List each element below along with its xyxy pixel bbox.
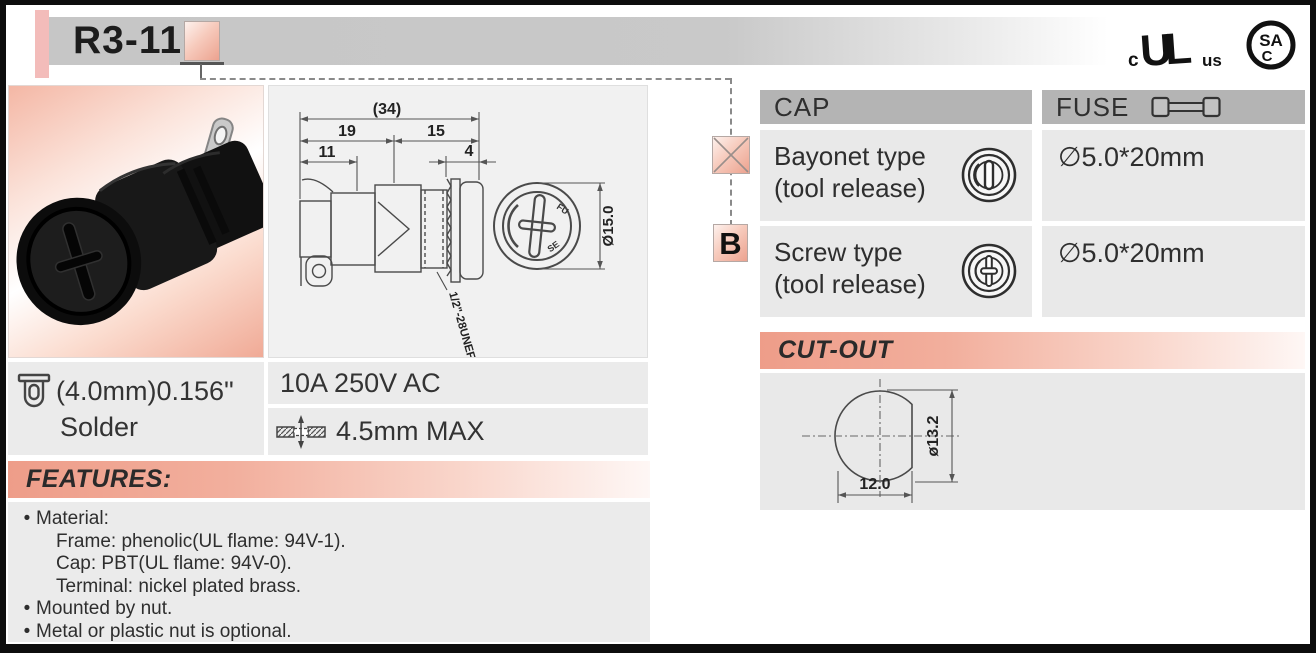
fuse-cartridge-icon [1151, 96, 1221, 118]
solder-lug-icon [17, 373, 51, 408]
frame-right [1310, 0, 1316, 653]
ul-suffix-text: us [1202, 51, 1222, 70]
bullet-icon: • [23, 508, 31, 529]
cutout-header: CUT-OUT [760, 332, 1305, 369]
terminal-size-text: (4.0mm)0.156" [56, 375, 234, 406]
panel-thickness-cell: 4.5mm MAX [268, 408, 648, 455]
feature-text: Cap: PBT(UL flame: 94V-0). [56, 553, 292, 574]
cap-row-screw: Screw type (tool release) [760, 226, 1032, 317]
fuse-holder-photo-art [16, 117, 275, 326]
features-body: • Material: Frame: phenolic(UL flame: 94… [8, 502, 650, 642]
dim-overall-label: (34) [373, 101, 401, 118]
model-code-box [184, 21, 220, 61]
page-title: R3-11 [73, 19, 183, 62]
cutout-drawing: ø13.2 12.0 [802, 379, 962, 503]
cutout-width-label: 12.0 [859, 476, 890, 493]
order-code-b-box: B [713, 224, 748, 262]
feature-text: Material: [36, 508, 109, 529]
fuse-size-cell-screw: ∅5.0*20mm [1042, 226, 1305, 317]
fuse-size-cell-bayonet: ∅5.0*20mm [1042, 130, 1305, 221]
bayonet-cap-icon [961, 147, 1017, 203]
model-code-underline [180, 62, 224, 65]
dim-4-label: 4 [465, 143, 474, 160]
cap-header-text: CAP [774, 91, 831, 122]
feature-line: • Mounted by nut. [18, 598, 640, 621]
cap-row-bayonet: Bayonet type (tool release) [760, 130, 1032, 221]
feature-line: Frame: phenolic(UL flame: 94V-1). [18, 531, 640, 554]
fuse-size-text: ∅5.0*20mm [1058, 142, 1205, 172]
features-header: FEATURES: [8, 461, 650, 498]
x-mark-icon [713, 137, 749, 173]
certification-logos: c UL us SA C [1126, 18, 1298, 72]
rating-text: 10A 250V AC [280, 367, 441, 398]
panel-thickness-text: 4.5mm MAX [336, 416, 485, 446]
ul-monogram-text: UL [1138, 24, 1192, 72]
feature-text: Frame: phenolic(UL flame: 94V-1). [56, 530, 346, 552]
frame-bottom [0, 644, 1316, 653]
fuse-size-text: ∅5.0*20mm [1058, 238, 1205, 268]
bullet-icon: • [23, 620, 31, 642]
fuse-header-text: FUSE [1056, 91, 1130, 122]
features-title: FEATURES: [26, 465, 172, 493]
order-code-b-text: B [719, 225, 742, 261]
rating-cell: 10A 250V AC [268, 362, 648, 404]
dim-15-label: 15 [427, 123, 445, 140]
order-code-blank-box [712, 136, 750, 174]
cap-type-text: Bayonet type [774, 141, 926, 171]
feature-line: • Material: [18, 508, 640, 531]
cap-release-text: (tool release) [774, 173, 926, 203]
feature-text: Mounted by nut. [36, 598, 173, 619]
screw-cap-icon [961, 243, 1017, 299]
thread-label: 1/2"-28UNEF [446, 291, 477, 357]
ul-recognized-icon: c UL us [1128, 24, 1222, 72]
feature-text: Metal or plastic nut is optional. [36, 620, 292, 642]
csa-icon: SA C [1246, 20, 1296, 70]
dimension-drawing-panel: (34) 19 15 11 4 Ø15.0 1/2"-28UNEF FU SE [268, 85, 648, 361]
terminal-type-text: Solder [60, 412, 139, 442]
fuse-column-header: FUSE [1042, 90, 1305, 124]
dim-19-label: 19 [338, 123, 356, 140]
cutout-title: CUT-OUT [778, 336, 893, 364]
cutout-body: ø13.2 12.0 [760, 373, 1305, 510]
frame-top [0, 0, 1316, 5]
feature-line: • Metal or plastic nut is optional. [18, 621, 640, 644]
csa-bottom-text: C [1262, 48, 1273, 65]
dim-11-label: 11 [319, 144, 336, 161]
cap-release-text: (tool release) [774, 269, 926, 299]
cap-type-text: Screw type [774, 237, 903, 267]
left-accent-bar [35, 10, 49, 78]
panel-thickness-icon [276, 414, 326, 449]
connector-horizontal-dashed-line [200, 78, 731, 80]
product-photo [8, 85, 275, 358]
header-bar: R3-11 [49, 17, 1141, 65]
csa-top-text: SA [1259, 31, 1283, 50]
ul-prefix-text: c [1128, 50, 1139, 71]
cutout-dia-label: ø13.2 [925, 415, 942, 456]
dim-dia-label: Ø15.0 [600, 206, 617, 247]
cap-column-header: CAP [760, 90, 1032, 124]
bullet-icon: • [23, 598, 31, 619]
feature-line: Terminal: nickel plated brass. [18, 576, 640, 599]
feature-text: Terminal: nickel plated brass. [56, 575, 301, 597]
dimension-drawing: (34) 19 15 11 4 Ø15.0 1/2"-28UNEF FU SE [299, 101, 617, 361]
terminal-spec-cell: (4.0mm)0.156" Solder [8, 362, 264, 455]
connector-stub [200, 64, 202, 79]
feature-line: Cap: PBT(UL flame: 94V-0). [18, 553, 640, 576]
frame-left [0, 0, 6, 653]
